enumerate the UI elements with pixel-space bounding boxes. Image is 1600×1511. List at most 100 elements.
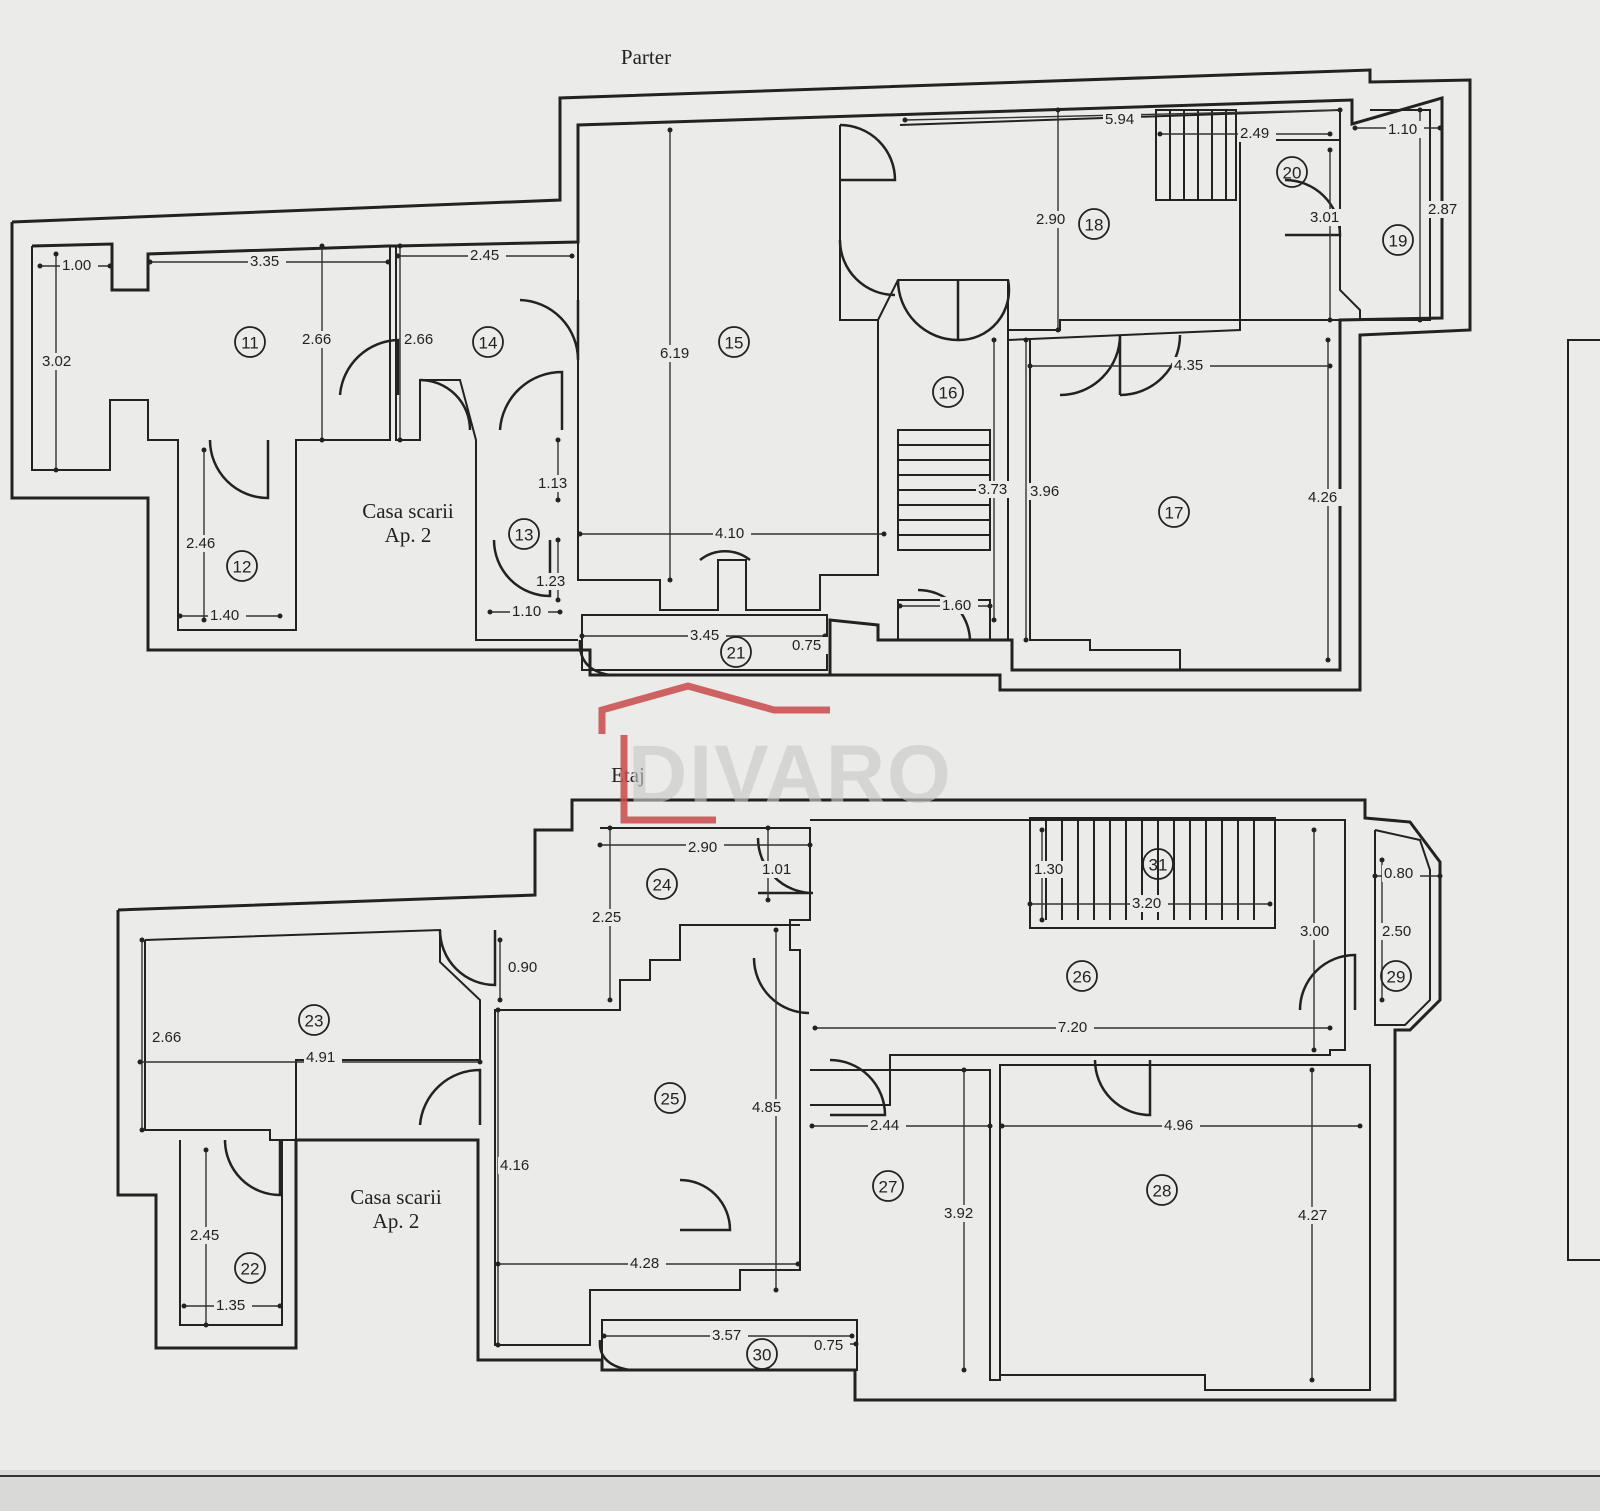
- dimension-label-bg: [710, 1327, 748, 1344]
- room-number-text: 14: [479, 334, 498, 353]
- dimension-endpoint: [1309, 1067, 1315, 1073]
- divaro-watermark: DIVARO: [598, 682, 951, 824]
- dimension-label: 1.30: [1034, 861, 1063, 878]
- dimension-label: 2.25: [592, 909, 621, 926]
- dimension-endpoint: [1055, 327, 1061, 333]
- dimension-label: 7.20: [1058, 1019, 1087, 1036]
- dimension-label: 0.80: [1384, 865, 1413, 882]
- room-number-text: 24: [653, 876, 672, 895]
- dimension-label-bg: [1032, 861, 1070, 878]
- dimension-label-bg: [248, 253, 286, 270]
- room-number-12: 12: [226, 550, 258, 582]
- dimension-endpoint: [1027, 363, 1033, 369]
- dimension-label: 0.90: [508, 959, 537, 976]
- dimension-endpoint: [1267, 901, 1273, 907]
- dimension-label-bg: [1296, 1207, 1334, 1224]
- dimension-label-bg: [188, 1227, 226, 1244]
- dimension-endpoint: [1311, 1047, 1317, 1053]
- floor-label-etaj: Etaj: [611, 763, 645, 787]
- room-number-20: 20: [1276, 156, 1308, 188]
- dimension-label-bg: [534, 573, 572, 590]
- dimension-endpoint: [765, 825, 771, 831]
- dimension-label-bg: [1238, 125, 1276, 142]
- dimension-label: 4.10: [715, 525, 744, 542]
- dimension-endpoint: [961, 1367, 967, 1373]
- room-number-circle: [1158, 496, 1190, 528]
- dimension-endpoint: [1027, 901, 1033, 907]
- dimension-label-bg: [942, 1205, 980, 1222]
- dimension-label-bg: [402, 331, 440, 348]
- dimension-label-bg: [628, 1255, 666, 1272]
- dimension-label: 2.49: [1240, 125, 1269, 142]
- dimension-label: 2.66: [404, 331, 433, 348]
- upper-doors: [223, 837, 1357, 1372]
- upper-floor-outer-wall: [116, 798, 1442, 1402]
- dimension-endpoint: [1437, 873, 1443, 879]
- dimension-label: 4.96: [1164, 1117, 1193, 1134]
- dimension-label-bg: [300, 331, 338, 348]
- dimension-endpoint: [1379, 857, 1385, 863]
- dimension-endpoint: [495, 1261, 501, 1267]
- dimension-label: 2.90: [1036, 211, 1065, 228]
- room-number-text: 15: [725, 334, 744, 353]
- dimension-endpoint: [569, 253, 575, 259]
- dimension-endpoint: [555, 537, 561, 543]
- room-number-circle: [718, 326, 750, 358]
- ground-staircase: [897, 109, 1237, 551]
- dimension-endpoint: [203, 1322, 209, 1328]
- dimension-label: 3.00: [1300, 923, 1329, 940]
- dimension-label-bg: [1103, 111, 1141, 128]
- room-number-circle: [872, 1170, 904, 1202]
- dimension-endpoint: [1327, 363, 1333, 369]
- dimension-label: 2.45: [190, 1227, 219, 1244]
- upper-rooms-walls-24-25: [494, 827, 811, 1346]
- dimension-endpoint: [853, 1341, 859, 1347]
- dimension-label-bg: [1426, 201, 1464, 218]
- floor-label-parter: Parter: [621, 45, 671, 69]
- dimension-endpoint: [773, 1287, 779, 1293]
- dimension-endpoint: [1327, 317, 1333, 323]
- room-number-16: 16: [932, 376, 964, 408]
- dimension-label: 2.45: [470, 247, 499, 264]
- dimension-endpoint: [1039, 917, 1045, 923]
- room-number-text: 12: [233, 558, 252, 577]
- dimension-label-bg: [686, 839, 724, 856]
- room-number-circle: [1066, 960, 1098, 992]
- dimension-label: 3.02: [42, 353, 71, 370]
- dimension-label-bg: [1308, 209, 1346, 226]
- room-number-circle: [508, 518, 540, 550]
- dimension-endpoint: [765, 897, 771, 903]
- dimension-label: 4.16: [500, 1157, 529, 1174]
- room-number-circle: [1142, 848, 1174, 880]
- room-number-text: 25: [661, 1090, 680, 1109]
- dimension-label: 2.87: [1428, 201, 1457, 218]
- room-number-19: 19: [1382, 224, 1414, 256]
- dimension-endpoint: [139, 1127, 145, 1133]
- dimension-endpoint: [177, 613, 183, 619]
- room-number-28: 28: [1146, 1174, 1178, 1206]
- dimension-label: 0.75: [792, 637, 821, 654]
- title-block-edge: [1567, 339, 1600, 1261]
- room-number-text: 13: [515, 526, 534, 545]
- dimension-endpoint: [579, 633, 585, 639]
- ground-rooms-walls-15: [577, 125, 879, 611]
- dimension-lines: [37, 107, 1443, 1383]
- dimension-endpoint: [1311, 827, 1317, 833]
- dimension-endpoint: [795, 1261, 801, 1267]
- upper-rooms-walls-22: [179, 1140, 283, 1326]
- dimension-endpoint: [1337, 107, 1343, 113]
- dimension-endpoint: [991, 617, 997, 623]
- room-number-circle: [746, 1338, 778, 1370]
- dimension-endpoint: [607, 997, 613, 1003]
- dimension-endpoint: [139, 937, 145, 943]
- dimension-label-bg: [760, 861, 798, 878]
- dimension-endpoint: [1372, 873, 1378, 879]
- dimension-endpoint: [557, 609, 563, 615]
- dimension-endpoint: [1023, 337, 1029, 343]
- dimension-endpoint: [181, 1303, 187, 1309]
- dimension-endpoint: [1327, 1025, 1333, 1031]
- ground-rooms-walls-18: [899, 108, 1341, 331]
- dimension-label-bg: [1130, 895, 1168, 912]
- dimension-endpoint: [1327, 131, 1333, 137]
- dimension-endpoint: [1379, 997, 1385, 1003]
